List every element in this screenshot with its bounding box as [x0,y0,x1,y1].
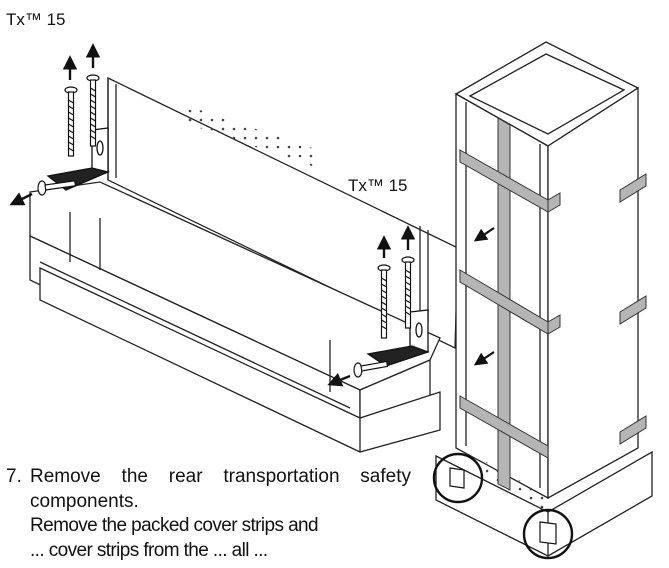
screw-right-1 [377,264,391,339]
bracket-right [366,309,430,367]
screw-right-horizontal [353,360,389,378]
note-paragraph: Remove the packed cover strips and ... c… [30,513,410,563]
foot-brackets [449,467,557,545]
arrows-right [327,225,416,387]
highlight-circles [432,452,574,560]
bracket-left [46,127,111,191]
step-text: Remove the rear transportation safety co… [30,466,411,512]
rack-upright [435,41,653,557]
screw-left-1 [64,86,78,157]
arrows-straps [473,227,495,366]
step-instruction: 7. Remove the rear transportation safety… [6,464,411,514]
transport-straps [459,117,647,491]
tool-label-right: Tx™ 15 [348,176,408,195]
rack-base-horizontal [29,76,459,453]
screw-left-2 [86,74,100,147]
note-line-2: ... cover strips from the ... all ... [30,540,268,561]
arrows-left [9,43,101,206]
screw-left-horizontal [37,180,77,196]
tool-label-left: Tx™ 15 [6,10,66,29]
screw-right-2 [401,256,415,329]
step-number: 7. [6,466,22,487]
note-line-1: Remove the packed cover strips and [30,515,319,536]
